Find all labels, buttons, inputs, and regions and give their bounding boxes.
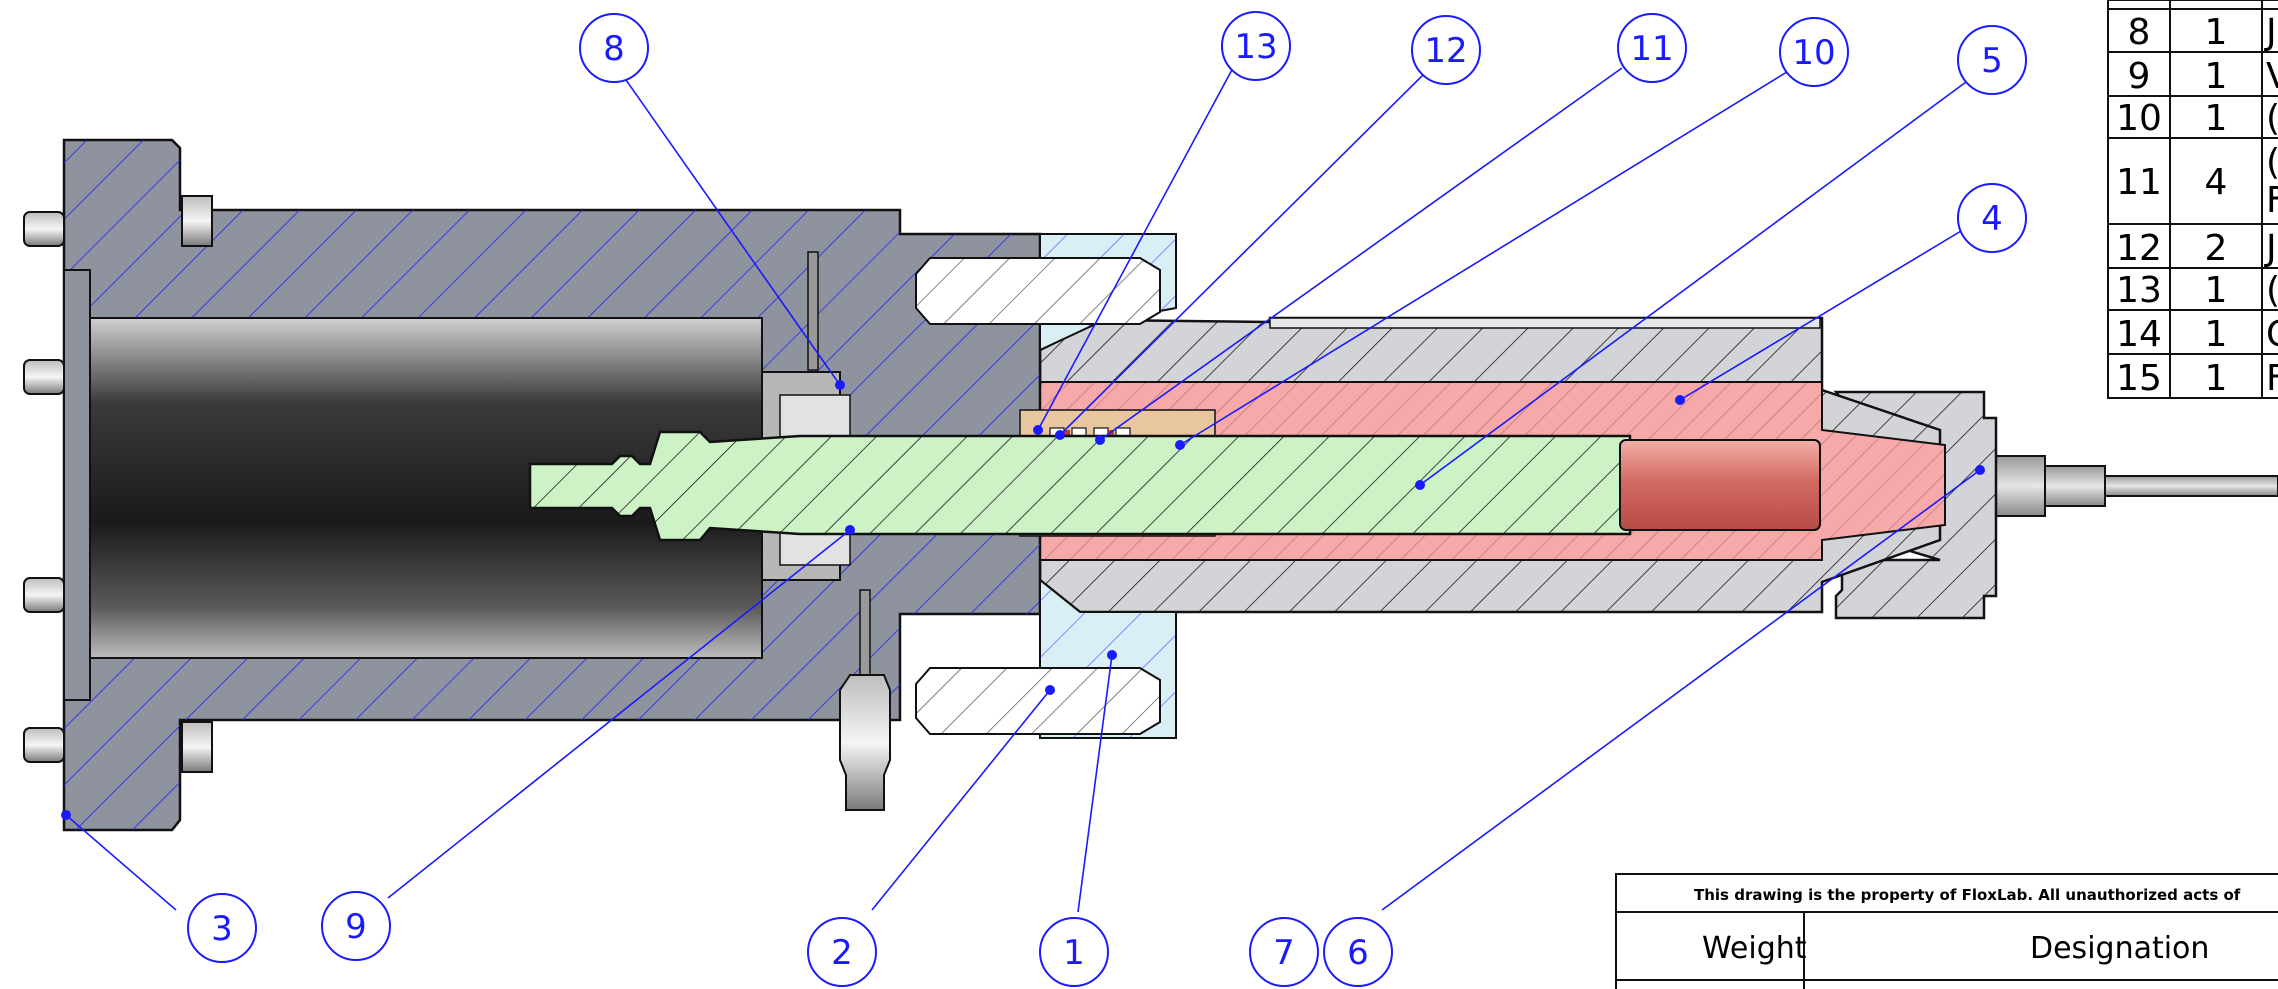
- bom-row-15: 15 1 F: [2116, 358, 2278, 399]
- svg-text:(: (: [2266, 142, 2278, 183]
- svg-text:13: 13: [1234, 27, 1277, 67]
- svg-text:9: 9: [2128, 56, 2151, 97]
- svg-text:J: J: [2264, 228, 2277, 269]
- balloon-9: 9: [321, 891, 391, 961]
- svg-text:1: 1: [2205, 270, 2228, 311]
- flange-bolts: [23, 195, 213, 773]
- svg-text:2: 2: [831, 933, 853, 973]
- bom-row-14: 14 1 C: [2116, 314, 2278, 355]
- balloons: 8 13 12 11 10 5 4 3: [187, 11, 2027, 987]
- svg-text:15: 15: [2116, 358, 2162, 399]
- svg-text:9: 9: [345, 907, 367, 947]
- svg-text:1: 1: [2205, 358, 2228, 399]
- bom-row-9: 9 1 V: [2128, 56, 2278, 97]
- bom-row-8: 8 1 J: [2128, 12, 2277, 53]
- svg-text:(: (: [2266, 98, 2278, 139]
- balloon-5: 5: [1957, 25, 2027, 95]
- balloon-11: 11: [1617, 13, 1687, 83]
- svg-text:J: J: [2264, 12, 2277, 53]
- svg-text:F: F: [2266, 358, 2278, 399]
- svg-text:1: 1: [2205, 12, 2228, 53]
- svg-text:(: (: [2266, 270, 2278, 311]
- bom-row-13: 13 1 (: [2116, 270, 2278, 311]
- bom-table: 8 1 J 9 1 V 10 1 ( 11 4 ( F 12 2 J 13 1 …: [2107, 0, 2278, 399]
- svg-text:11: 11: [1630, 29, 1673, 69]
- balloon-6: 6: [1323, 917, 1393, 987]
- balloon-12: 12: [1411, 15, 1481, 85]
- svg-text:11: 11: [2116, 162, 2162, 203]
- leader-dots: [61, 380, 1985, 820]
- svg-text:C: C: [2266, 314, 2278, 355]
- title-block: This drawing is the property of FloxLab.…: [1615, 873, 2278, 989]
- svg-text:8: 8: [2128, 12, 2151, 53]
- svg-text:1: 1: [2205, 314, 2228, 355]
- svg-text:1: 1: [2205, 56, 2228, 97]
- bom-row-12: 12 2 J: [2116, 228, 2277, 269]
- svg-text:12: 12: [2116, 228, 2162, 269]
- bottom-fitting: [807, 251, 891, 811]
- svg-text:1: 1: [1063, 933, 1085, 973]
- leader-lines: [65, 59, 1981, 913]
- svg-text:8: 8: [603, 29, 625, 69]
- svg-text:4: 4: [2205, 162, 2228, 203]
- balloon-10: 10: [1779, 17, 1849, 87]
- svg-text:1: 1: [2205, 98, 2228, 139]
- svg-text:12: 12: [1424, 31, 1467, 71]
- piston-shaft: [528, 430, 1821, 542]
- bom-row-10: 10 1 (: [2116, 98, 2278, 139]
- clamp-screws: [915, 257, 1161, 735]
- svg-text:10: 10: [1792, 33, 1835, 73]
- title-block-designation: Designation: [2030, 931, 2209, 966]
- svg-text:7: 7: [1273, 933, 1295, 973]
- svg-text:10: 10: [2116, 98, 2162, 139]
- svg-text:F: F: [2266, 180, 2278, 221]
- svg-text:13: 13: [2116, 270, 2162, 311]
- balloon-8: 8: [579, 13, 649, 83]
- svg-text:V: V: [2266, 56, 2278, 97]
- title-block-notice: This drawing is the property of FloxLab.…: [1694, 886, 2241, 904]
- bom-row-11: 11 4 ( F: [2116, 142, 2278, 221]
- balloon-3: 3: [187, 893, 257, 963]
- balloon-13: 13: [1221, 11, 1291, 81]
- svg-text:4: 4: [1981, 199, 2003, 239]
- title-block-weight: Weight: [1702, 931, 1807, 966]
- svg-text:14: 14: [2116, 314, 2162, 355]
- balloon-1: 1: [1039, 917, 1109, 987]
- svg-text:5: 5: [1981, 41, 2003, 81]
- balloon-2: 2: [807, 917, 877, 987]
- svg-text:2: 2: [2205, 228, 2228, 269]
- balloon-4: 4: [1957, 183, 2027, 253]
- svg-text:3: 3: [211, 909, 233, 949]
- balloon-7: 7: [1249, 917, 1319, 987]
- svg-text:6: 6: [1347, 933, 1369, 973]
